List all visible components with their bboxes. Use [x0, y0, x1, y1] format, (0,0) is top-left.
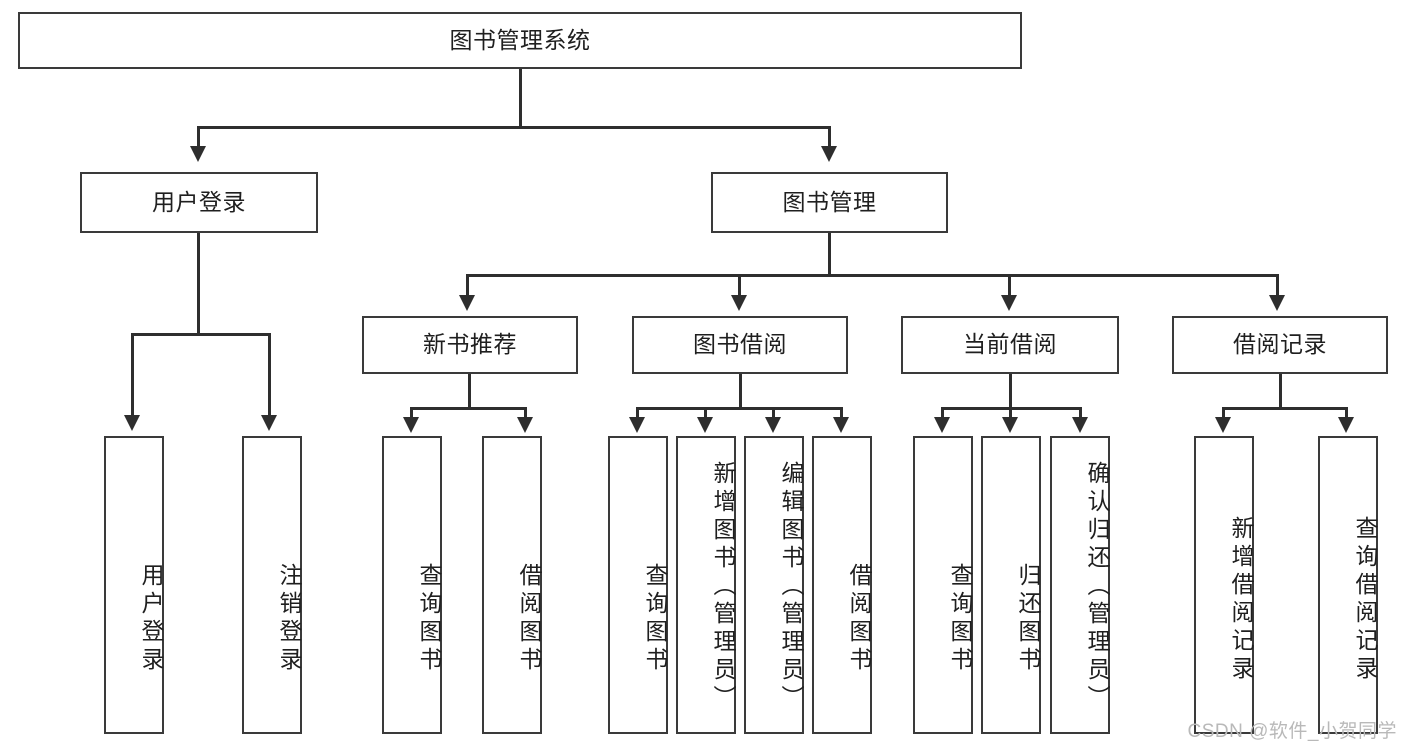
- node-book-manage[interactable]: 图书管理: [711, 172, 948, 233]
- connector-new-book-bus: [410, 407, 527, 410]
- arrowhead-leaf-query-book-2: [629, 417, 645, 433]
- node-label: 图书管理系统: [449, 26, 591, 53]
- node-label: 新书推荐: [423, 331, 517, 358]
- arrowhead-leaf-logout: [261, 415, 277, 431]
- arrowhead-leaf-add-book: [697, 417, 713, 433]
- node-leaf-query-book-3[interactable]: 查询图书: [913, 436, 973, 734]
- node-label: 查询图书: [642, 563, 668, 675]
- connector-book-borrow-bus: [636, 407, 843, 410]
- connector-book-manage-stem: [828, 233, 831, 277]
- arrowhead-leaf-confirm-return: [1072, 417, 1088, 433]
- arrowhead-leaf-user-login: [124, 415, 140, 431]
- node-label: 新增借阅记录: [1228, 516, 1254, 684]
- connector-user-login-to-leaf-2: [268, 333, 271, 417]
- connector-bm-to-borrow-record: [1276, 274, 1279, 298]
- connector-user-login-stem: [197, 233, 200, 335]
- connector-cb-to-leaf-2: [1009, 407, 1012, 419]
- arrowhead-leaf-query-book-3: [934, 417, 950, 433]
- arrowhead-leaf-edit-book: [765, 417, 781, 433]
- connector-bm-to-new-book: [466, 274, 469, 298]
- arrowhead-leaf-add-record: [1215, 417, 1231, 433]
- node-leaf-return-book[interactable]: 归还图书: [981, 436, 1041, 734]
- node-label: 用户登录: [152, 188, 246, 215]
- connector-new-book-stem: [468, 374, 471, 410]
- connector-bb-to-leaf-4: [840, 407, 843, 419]
- node-label: 注销登录: [276, 563, 302, 675]
- connector-br-to-leaf-1: [1222, 407, 1225, 419]
- connector-root-stem: [519, 69, 522, 128]
- node-leaf-query-book-2[interactable]: 查询图书: [608, 436, 668, 734]
- arrowhead-leaf-borrow-book-2: [833, 417, 849, 433]
- connector-book-borrow-stem: [739, 374, 742, 410]
- connector-borrow-record-bus: [1222, 407, 1348, 410]
- csdn-watermark: CSDN @软件_小贺同学: [1187, 721, 1397, 742]
- node-root-system[interactable]: 图书管理系统: [18, 12, 1022, 69]
- arrowhead-to-user-login: [190, 146, 206, 162]
- node-leaf-add-book[interactable]: 新增图书（管理员）: [676, 436, 736, 734]
- connector-book-manage-bus: [466, 274, 1279, 277]
- node-current-borrow[interactable]: 当前借阅: [901, 316, 1119, 374]
- arrowhead-current-borrow: [1001, 295, 1017, 311]
- arrowhead-leaf-return-book: [1002, 417, 1018, 433]
- node-label: 新增图书（管理员）: [710, 461, 736, 713]
- arrowhead-new-book-recommend: [459, 295, 475, 311]
- arrowhead-to-book-manage: [821, 146, 837, 162]
- node-label: 图书借阅: [693, 331, 787, 358]
- connector-root-bus: [197, 126, 831, 129]
- connector-bb-to-leaf-2: [704, 407, 707, 419]
- node-label: 借阅图书: [846, 563, 872, 675]
- connector-bb-to-leaf-1: [636, 407, 639, 419]
- node-leaf-logout[interactable]: 注销登录: [242, 436, 302, 734]
- node-label: 确认归还（管理员）: [1084, 461, 1110, 713]
- arrowhead-leaf-query-record: [1338, 417, 1354, 433]
- node-user-login[interactable]: 用户登录: [80, 172, 318, 233]
- node-borrow-record[interactable]: 借阅记录: [1172, 316, 1388, 374]
- node-label: 查询借阅记录: [1352, 516, 1378, 684]
- node-label: 用户登录: [138, 563, 164, 675]
- connector-br-to-leaf-2: [1345, 407, 1348, 419]
- connector-borrow-record-stem: [1279, 374, 1282, 410]
- node-leaf-user-login[interactable]: 用户登录: [104, 436, 164, 734]
- connector-nb-to-leaf-2: [524, 407, 527, 419]
- node-label: 查询图书: [416, 563, 442, 675]
- node-leaf-confirm-return[interactable]: 确认归还（管理员）: [1050, 436, 1110, 734]
- connector-root-to-user-login: [197, 126, 200, 150]
- node-leaf-query-book-1[interactable]: 查询图书: [382, 436, 442, 734]
- connector-nb-to-leaf-1: [410, 407, 413, 419]
- arrowhead-book-borrow: [731, 295, 747, 311]
- connector-user-login-to-leaf-1: [131, 333, 134, 417]
- connector-bm-to-current-borrow: [1008, 274, 1011, 298]
- node-leaf-edit-book[interactable]: 编辑图书（管理员）: [744, 436, 804, 734]
- node-label: 编辑图书（管理员）: [778, 461, 804, 713]
- connector-cb-to-leaf-3: [1079, 407, 1082, 419]
- node-label: 借阅记录: [1233, 331, 1327, 358]
- node-new-book-recommend[interactable]: 新书推荐: [362, 316, 578, 374]
- arrowhead-leaf-borrow-book-1: [517, 417, 533, 433]
- arrowhead-leaf-query-book-1: [403, 417, 419, 433]
- connector-root-to-book-manage: [828, 126, 831, 150]
- connector-user-login-bus: [131, 333, 270, 336]
- node-label: 当前借阅: [963, 331, 1057, 358]
- connector-bm-to-book-borrow: [738, 274, 741, 298]
- node-label: 借阅图书: [516, 563, 542, 675]
- arrowhead-borrow-record: [1269, 295, 1285, 311]
- connector-current-borrow-stem: [1009, 374, 1012, 410]
- node-label: 图书管理: [782, 188, 877, 215]
- node-book-borrow[interactable]: 图书借阅: [632, 316, 848, 374]
- node-leaf-add-record[interactable]: 新增借阅记录: [1194, 436, 1254, 734]
- node-leaf-query-record[interactable]: 查询借阅记录: [1318, 436, 1378, 734]
- node-label: 查询图书: [947, 563, 973, 675]
- connector-cb-to-leaf-1: [941, 407, 944, 419]
- node-leaf-borrow-book-1[interactable]: 借阅图书: [482, 436, 542, 734]
- node-label: 归还图书: [1015, 563, 1041, 675]
- node-leaf-borrow-book-2[interactable]: 借阅图书: [812, 436, 872, 734]
- connector-bb-to-leaf-3: [772, 407, 775, 419]
